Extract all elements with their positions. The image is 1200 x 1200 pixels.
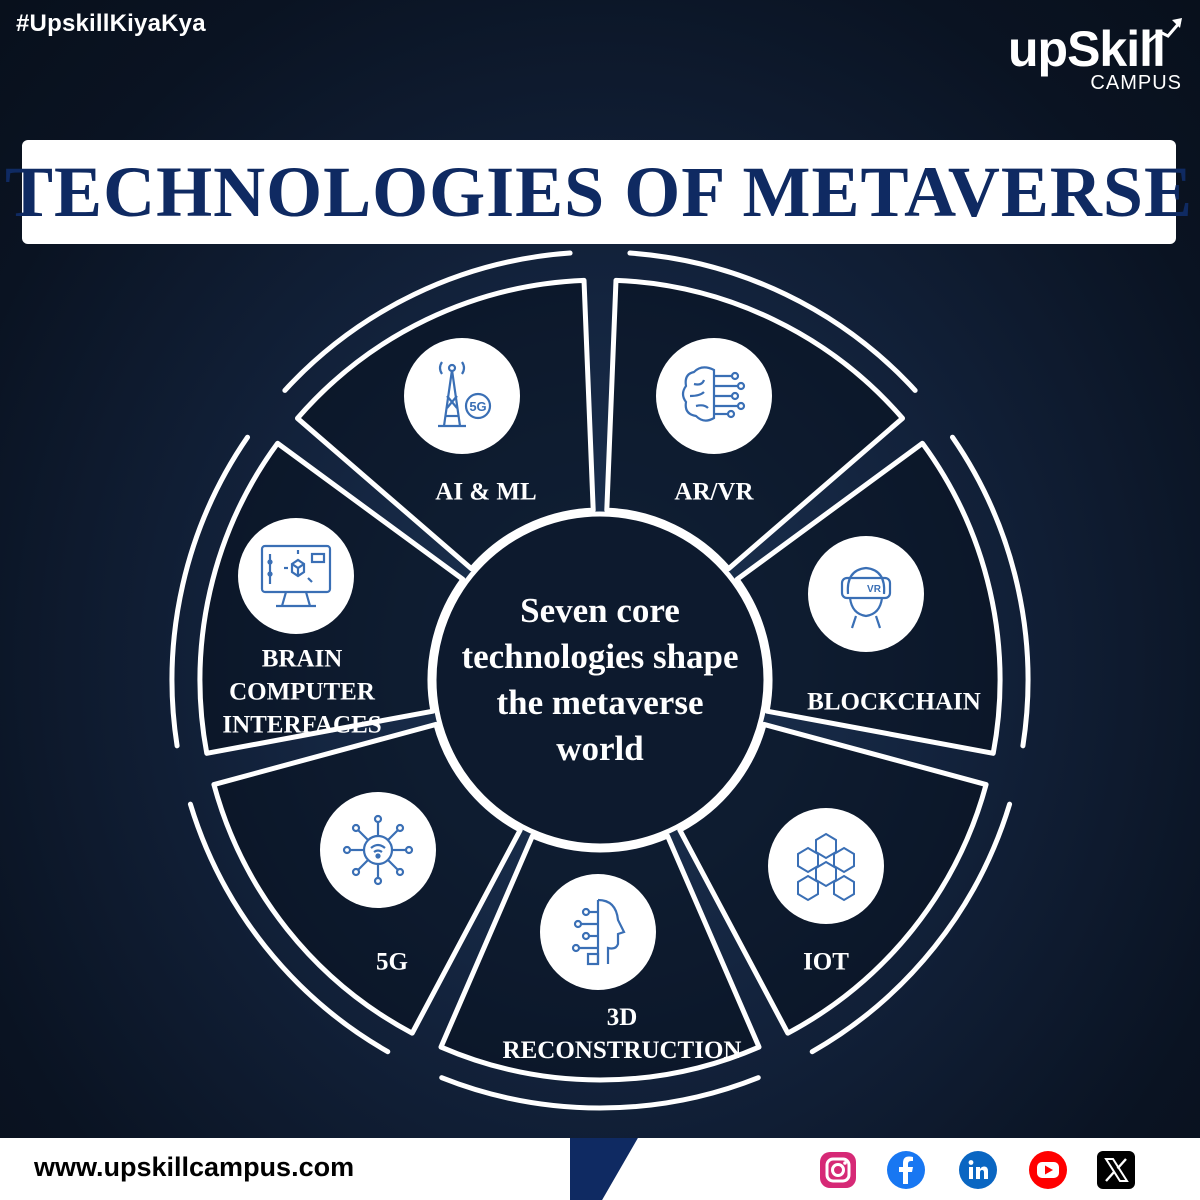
svg-text:5G: 5G: [469, 399, 486, 414]
segment-icon-blockchain: VR: [808, 536, 924, 652]
wifi-network-icon: [342, 814, 414, 886]
wheel-outer-arc: [282, 250, 573, 393]
wheel-outer-arc: [439, 1075, 761, 1111]
wheel-outer-arc: [627, 250, 918, 393]
segment-icon-ar-vr: [656, 338, 772, 454]
segment-icon-3d-reconstruction: [540, 874, 656, 990]
instagram-icon[interactable]: [818, 1150, 858, 1190]
segment-label: BLOCKCHAIN: [807, 688, 981, 716]
svg-text:VR: VR: [867, 584, 882, 595]
wheel-outer-arc: [949, 434, 1031, 749]
wheel-outer-arc: [809, 801, 1013, 1055]
logo-main-text: upSkill: [1008, 21, 1166, 77]
facebook-icon[interactable]: [886, 1150, 926, 1190]
segment-label: AR/VR: [674, 478, 754, 506]
logo-sub-text: CAMPUS: [1090, 72, 1182, 94]
upskill-logo: upSkill CAMPUS: [1008, 18, 1188, 96]
segment-label: 5G: [376, 948, 408, 976]
segment-icon-iot: [768, 808, 884, 924]
page-title: TECHNOLOGIES OF METAVERSE: [5, 151, 1193, 232]
cell-tower-5g-icon: 5G: [438, 361, 492, 428]
wheel-outer-arc: [187, 801, 391, 1055]
trend-arrow-icon: [1147, 18, 1182, 44]
brain-circuit-icon: [681, 366, 746, 422]
center-caption: Seven core technologies shape the metave…: [461, 591, 739, 768]
segment-icon-5g: [320, 792, 436, 908]
blockchain-cubes-icon: [797, 832, 855, 902]
segment-label: IOT: [803, 948, 849, 976]
website-link[interactable]: www.upskillcampus.com: [34, 1152, 355, 1182]
footer-bar: www.upskillcampus.com: [0, 1138, 1200, 1200]
wheel-outer-arc: [169, 434, 251, 749]
computer-3d-cube-icon: [260, 544, 332, 608]
x-icon[interactable]: [1096, 1150, 1136, 1190]
footer-left-panel: [0, 1138, 570, 1200]
youtube-icon[interactable]: [1028, 1150, 1068, 1190]
segment-label: AI & ML: [435, 478, 537, 506]
cyborg-head-icon: [571, 898, 626, 966]
segment-icon-bci: [238, 518, 354, 634]
vr-headset-icon: VR: [840, 566, 892, 629]
title-banner: TECHNOLOGIES OF METAVERSE: [5, 140, 1192, 244]
segment-icon-ai-ml: 5G: [404, 338, 520, 454]
linkedin-icon[interactable]: [958, 1150, 998, 1190]
center-hub: [431, 511, 769, 849]
hashtag: #UpskillKiyaKya: [16, 10, 206, 37]
